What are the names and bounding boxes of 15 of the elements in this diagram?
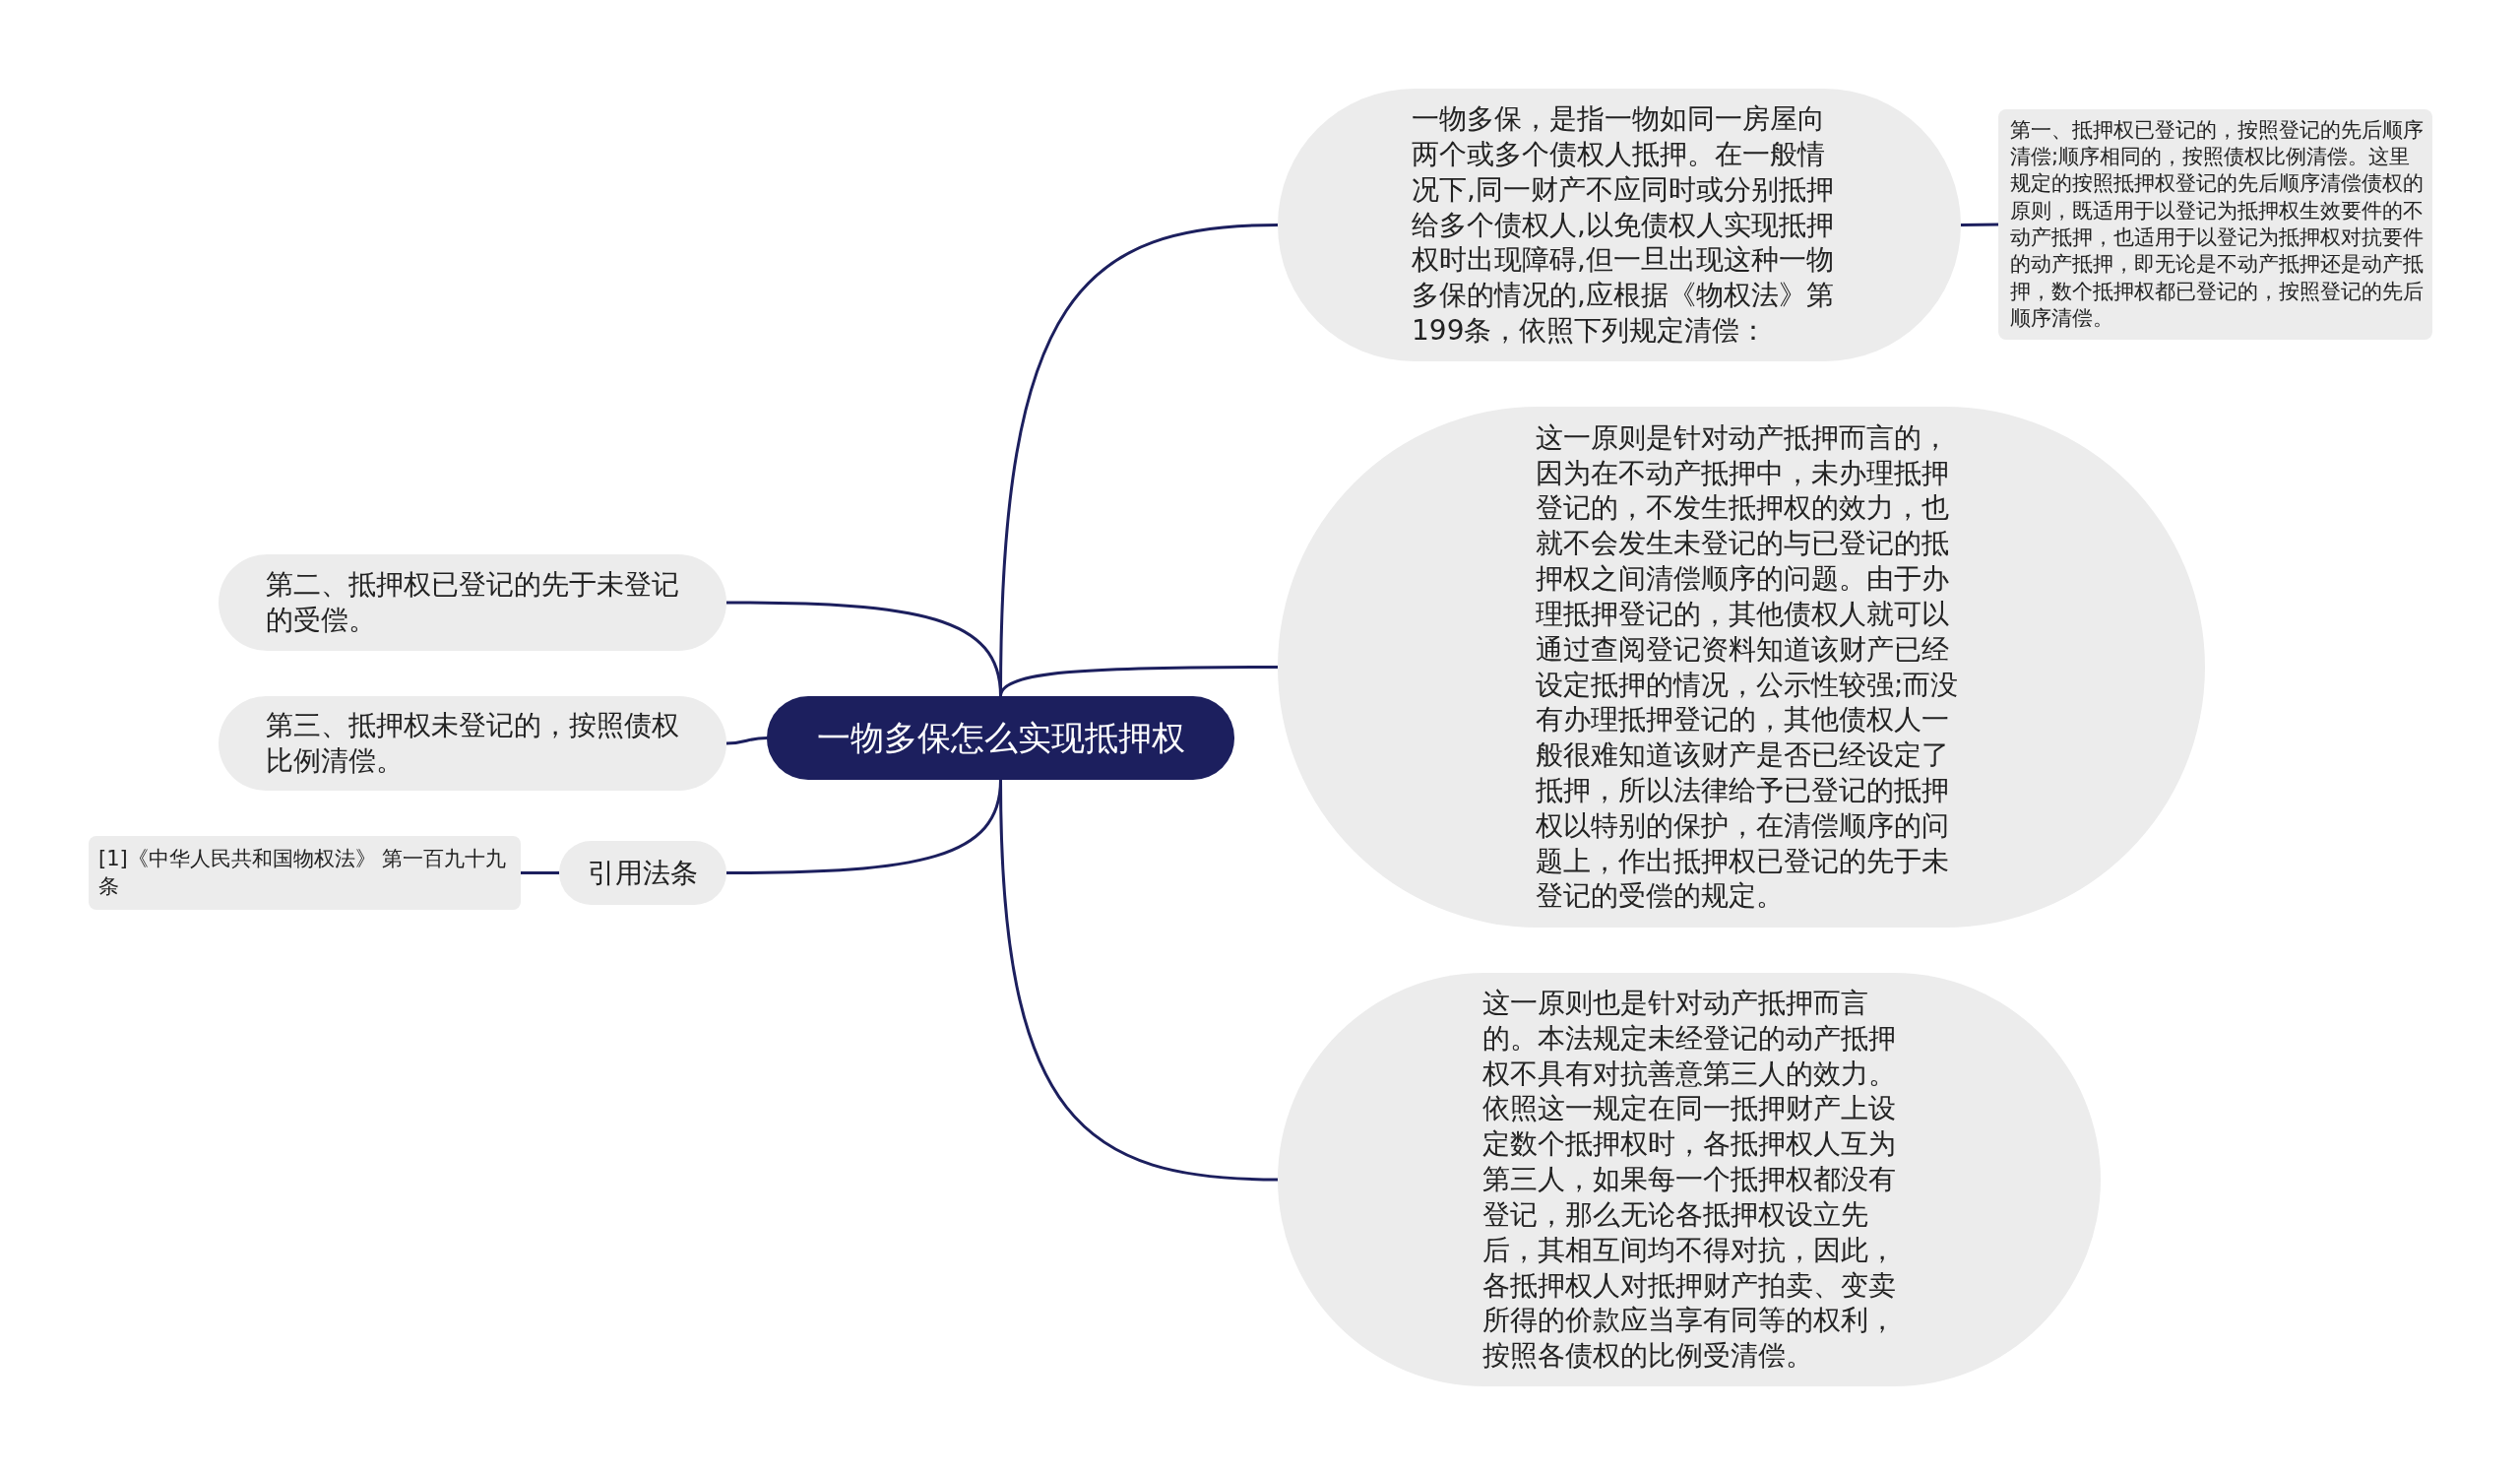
connector-line [726,601,1002,697]
topic-text: 这一原则是针对动产抵押而言的，因为在不动产抵押中，未办理抵押登记的，不发生抵押权的效力，也就不会发生未登记的与已登记的抵押权之间清偿顺序的问题。由于办理抵押登记的，其他债权人就可以通过查阅登记资料知道该财产已经设定抵押的情况，公示性较强;而没有办理抵押登记的，其他债权人一般很难知道该财产是否已经设定了抵押，所以法律给予已登记的抵押权以特别的保护，在清偿顺序的问题上，作出抵押权已登记的先于未登记的受偿的规定。 [1536,419,1959,915]
topic-title: 一物多保怎么实现抵押权 [816,716,1185,759]
topic-text: 引用法条 [588,855,698,891]
connector-line [725,737,768,745]
connector-line [521,871,559,874]
topic-text: 一物多保，是指一物如同一房屋向两个或多个债权人抵押。在一般情况下,同一财产不应同时或分别抵押给多个债权人,以免债权人实现抵押权时出现障碍,但一旦出现这种一物多保的情况的,应根据《物权法》第199条，依照下列规定清偿： [1412,101,1835,349]
connector-line [1960,223,1999,226]
topic-text: 第三、抵押权未登记的，按照债权比例清偿。 [266,708,679,779]
note-text: [1]《中华人民共和国物权法》 第一百九十九条 [98,846,508,900]
topic-text: 这一原则也是针对动产抵押而言的。本法规定未经登记的动产抵押权不具有对抗善意第三人的效力。依照这一规定在同一抵押财产上设定数个抵押权时，各抵押权人互为第三人，如果每一个抵押权都没有登记，那么无论各抵押权设立先后，其相互间均不得对抗，因此，各抵押权人对抵押财产拍卖、变卖所得的价款应当享有同等的权利，按照各债权的比例受清偿。 [1482,985,1896,1375]
note-box [89,836,521,910]
topic-text: 第二、抵押权已登记的先于未登记的受偿。 [266,567,679,638]
connector-line [726,779,1002,874]
note-text: 第一、抵押权已登记的，按照登记的先后顺序清偿;顺序相同的，按照债权比例清偿。这里规定的按照抵押权登记的先后顺序清偿债权的原则，既适用于以登记为抵押权生效要件的不动产抵押，也适用于以登记为抵押权对抗要件的动产抵押，即无论是不动产抵押还是动产抵押，数个抵押权都已登记的，按照登记的先后顺序清偿。 [2010,116,2424,332]
